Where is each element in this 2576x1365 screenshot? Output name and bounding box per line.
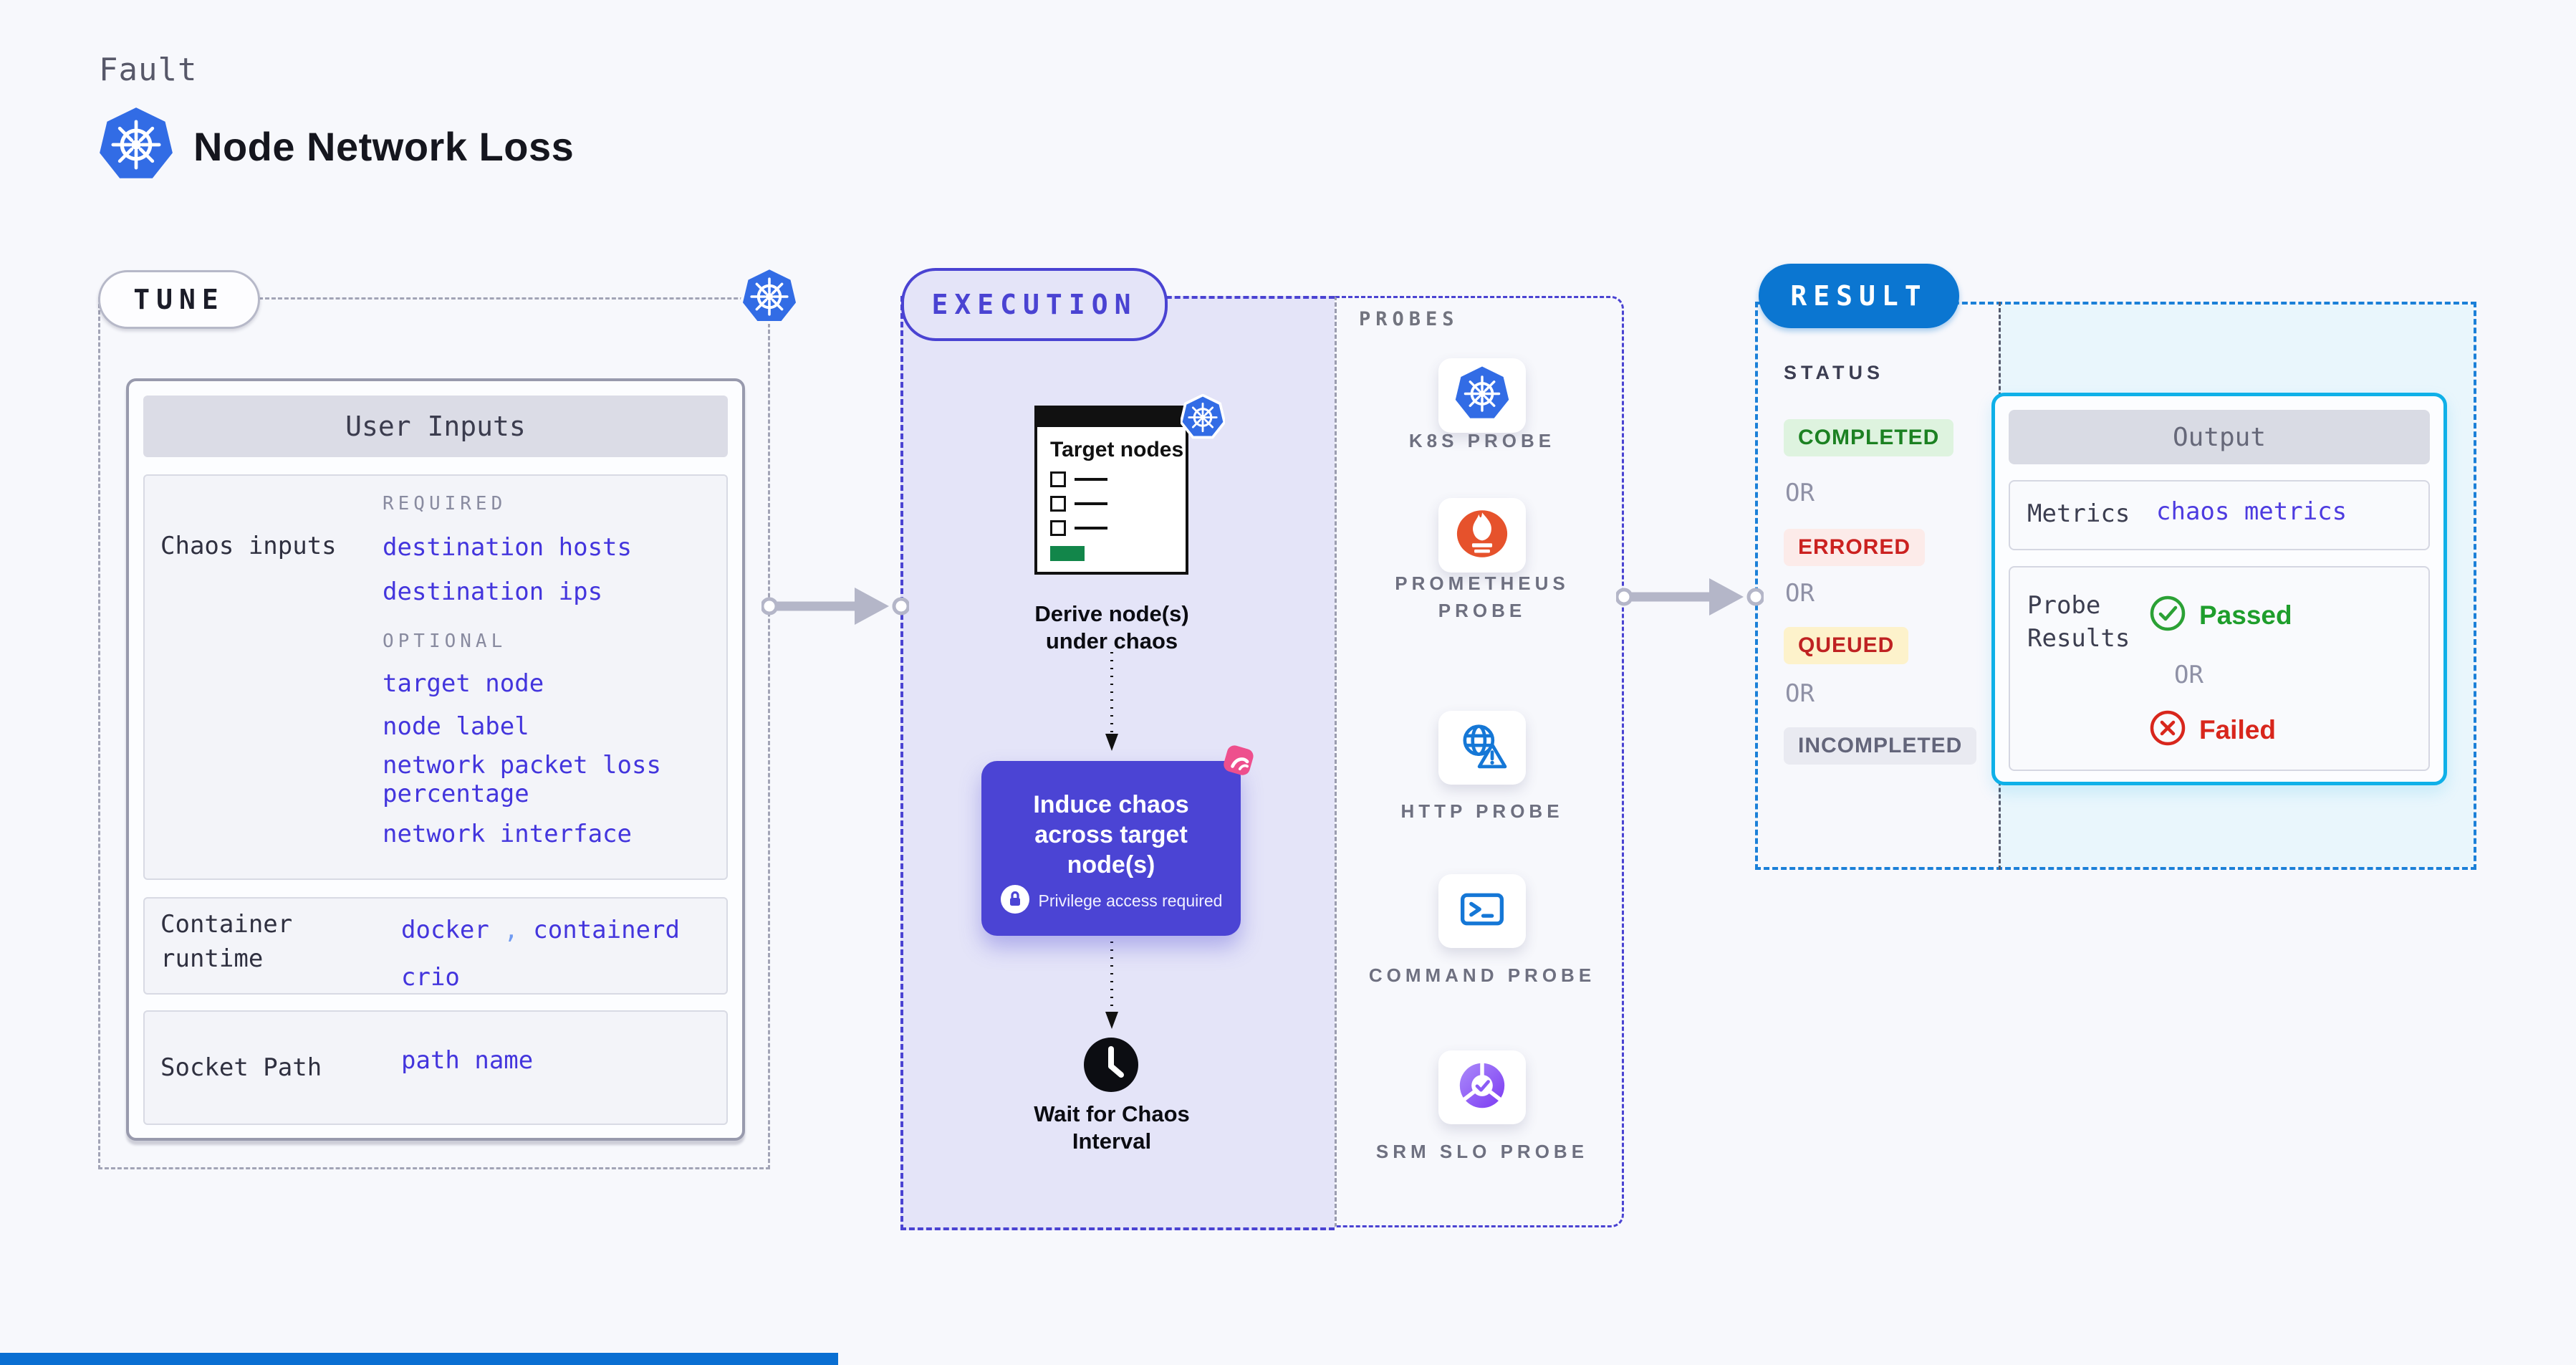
- tune-badge: TUNE: [98, 270, 260, 329]
- separator: ,: [504, 916, 519, 944]
- metrics-label: Metrics: [2027, 499, 2130, 528]
- line-placeholder: [1075, 478, 1107, 481]
- induce-chaos-box: Induce chaos across target node(s) Privi…: [981, 761, 1241, 936]
- kubernetes-icon: [99, 106, 173, 187]
- failed-label: Failed: [2199, 714, 2276, 744]
- link-network-packet-loss-percentage[interactable]: network packet loss percentage: [383, 751, 661, 808]
- link-containerd[interactable]: containerd: [533, 916, 680, 944]
- status-badge-incompleted: INCOMPLETED: [1784, 727, 1977, 765]
- line-placeholder: [1075, 527, 1107, 530]
- user-inputs-title: User Inputs: [143, 396, 728, 457]
- target-nodes-title: Target nodes: [1050, 438, 1184, 461]
- link-node-label[interactable]: node label: [383, 712, 529, 741]
- tune-section-box: [98, 297, 770, 1169]
- srm-slo-probe-card: [1438, 1050, 1526, 1124]
- container-runtime-label: Container runtime: [160, 910, 293, 973]
- kubernetes-icon: [1179, 393, 1226, 444]
- kubernetes-icon: [739, 266, 799, 330]
- line-placeholder: [1075, 502, 1107, 505]
- chaos-inputs-row: [143, 474, 728, 880]
- arrow-probes-to-result: [1616, 578, 1764, 616]
- wait-chaos-interval-step: Wait for Chaos Interval: [1034, 1101, 1190, 1154]
- result-badge: RESULT: [1759, 264, 1959, 328]
- link-crio[interactable]: crio: [401, 963, 460, 992]
- link-docker[interactable]: docker: [401, 916, 489, 944]
- target-nodes-card: Target nodes: [1034, 406, 1188, 575]
- metrics-row: [2009, 480, 2430, 550]
- link-network-interface[interactable]: network interface: [383, 820, 632, 848]
- node-list-item: [1050, 471, 1183, 487]
- link-destination-ips[interactable]: destination ips: [383, 578, 603, 606]
- privilege-note: Privilege access required: [1038, 891, 1223, 910]
- failed-result: Failed: [2149, 709, 2276, 750]
- http-globe-warning-icon: [1454, 718, 1510, 777]
- socket-path-label: Socket Path: [160, 1053, 322, 1082]
- derive-nodes-step: Derive node(s) under chaos: [1034, 601, 1189, 653]
- induce-chaos-title: Induce chaos across target node(s): [1033, 791, 1189, 878]
- http-probe-label: HTTP PROBE: [1400, 800, 1564, 822]
- link-path-name[interactable]: path name: [401, 1046, 534, 1075]
- command-probe-label: COMMAND PROBE: [1368, 964, 1596, 986]
- command-probe-card: [1438, 874, 1526, 948]
- node-list-item: [1050, 496, 1183, 512]
- dotted-arrow-down: [1105, 942, 1118, 1029]
- or-label: OR: [1785, 479, 1815, 507]
- status-badge-queued: QUEUED: [1784, 627, 1909, 664]
- prometheus-probe-card: [1438, 498, 1526, 573]
- result-section-box: [1755, 302, 2476, 870]
- status-label: STATUS: [1784, 362, 1884, 383]
- probe-results-row: [2009, 566, 2430, 771]
- output-title: Output: [2009, 410, 2430, 464]
- slo-pie-check-icon: [1454, 1058, 1510, 1117]
- litmus-chaos-icon: [1218, 741, 1258, 785]
- page-title: Node Network Loss: [193, 124, 575, 169]
- execution-badge: EXECUTION: [901, 268, 1168, 341]
- checkbox-icon: [1050, 496, 1066, 512]
- check-circle-icon: [2149, 595, 2186, 636]
- node-list-item: [1050, 520, 1183, 536]
- green-progress-chip: [1050, 546, 1085, 561]
- or-label: OR: [2174, 661, 2203, 689]
- clock-icon: [1081, 1035, 1141, 1098]
- fault-eyebrow: Fault: [99, 52, 198, 88]
- dotted-arrow-down: [1105, 652, 1118, 751]
- terminal-icon: [1455, 882, 1509, 940]
- status-badge-errored: ERRORED: [1784, 529, 1926, 566]
- k8s-probe-card: [1438, 358, 1526, 433]
- or-label: OR: [1785, 679, 1815, 708]
- link-target-node[interactable]: target node: [383, 669, 544, 698]
- or-label: OR: [1785, 579, 1815, 608]
- checkbox-icon: [1050, 471, 1066, 487]
- card-titlebar: [1037, 408, 1186, 427]
- passed-result: Passed: [2149, 595, 2292, 636]
- probes-section-box: [1335, 296, 1624, 1227]
- optional-label: OPTIONAL: [383, 631, 507, 652]
- kubernetes-icon: [1455, 365, 1509, 426]
- footer-accent-bar: [0, 1353, 838, 1365]
- k8s-probe-label: K8S PROBE: [1408, 430, 1556, 451]
- probes-section-label: PROBES: [1359, 308, 1459, 330]
- passed-label: Passed: [2199, 600, 2292, 630]
- probe-results-label: Probe Results: [2027, 591, 2130, 653]
- lock-icon: [1000, 884, 1030, 918]
- required-label: REQUIRED: [383, 493, 507, 514]
- link-destination-hosts[interactable]: destination hosts: [383, 533, 632, 562]
- container-runtime-row: [143, 897, 728, 995]
- prometheus-probe-label: PROMETHEUS PROBE: [1395, 573, 1570, 621]
- arrow-tune-to-execution: [761, 588, 909, 625]
- link-chaos-metrics[interactable]: chaos metrics: [2156, 497, 2347, 526]
- socket-path-row: [143, 1010, 728, 1125]
- http-probe-card: [1438, 711, 1526, 785]
- page-title-row: Node Network Loss: [99, 106, 574, 187]
- prometheus-icon: [1454, 506, 1510, 565]
- srm-slo-probe-label: SRM SLO PROBE: [1375, 1141, 1589, 1162]
- container-runtime-values: docker , containerd: [401, 916, 716, 944]
- checkbox-icon: [1050, 520, 1066, 536]
- chaos-inputs-label: Chaos inputs: [160, 532, 337, 560]
- status-badge-completed: COMPLETED: [1784, 419, 1954, 456]
- x-circle-icon: [2149, 709, 2186, 750]
